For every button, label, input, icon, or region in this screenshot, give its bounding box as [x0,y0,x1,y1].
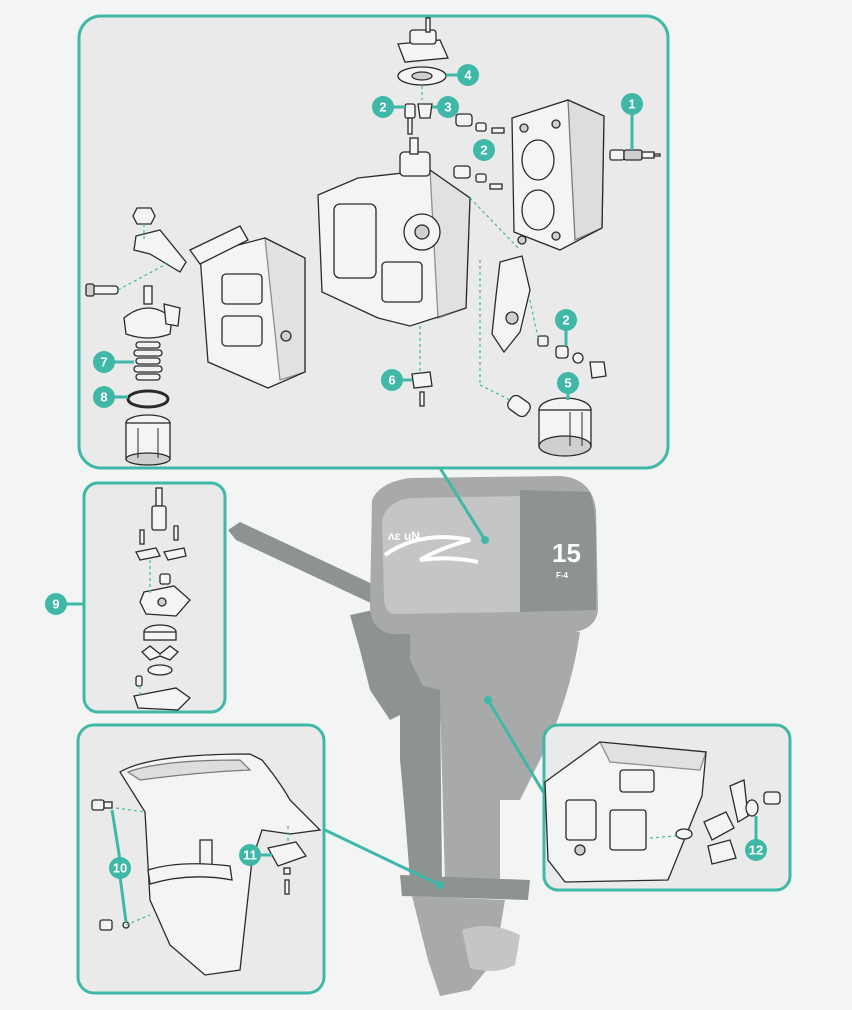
panel-leaders [66,467,547,889]
water-pump-panel [82,481,227,714]
svg-text:6: 6 [388,373,395,388]
exhaust-parts [649,779,781,865]
svg-text:2: 2 [379,100,386,115]
powerhead-panel: 1 2 2 2 3 4 5 6 7 [77,14,670,470]
callout-9[interactable]: 9 [45,593,67,615]
callout-11[interactable]: 11 [239,844,261,866]
leader-dot [436,881,444,889]
callout-8[interactable]: 8 [93,386,115,408]
callout-3[interactable]: 3 [437,96,459,118]
gearcase-housing [119,753,322,976]
anode [411,371,433,407]
assembly-line [115,807,146,813]
oil-filter [507,394,592,457]
thermostat-spring [133,341,163,381]
svg-text:9: 9 [52,597,59,612]
cowling-highlight [382,496,520,614]
svg-text:5: 5 [564,376,571,391]
drive-shaft-housing [440,700,500,880]
crankcase-cover [189,225,306,389]
cavitation-plate [400,875,530,900]
callout-4[interactable]: 4 [457,64,479,86]
svg-text:4: 4 [464,68,472,83]
svg-text:2: 2 [480,143,487,158]
model-number: 15 [552,538,581,568]
svg-text:2: 2 [562,313,569,328]
callout-5[interactable]: 5 [557,372,579,394]
assembly-lines [419,86,539,401]
leader-right-panel [486,699,547,796]
trim-tab [267,826,308,895]
callout-7[interactable]: 7 [93,351,115,373]
cylinder-block [317,137,471,327]
water-pump-parts [133,487,192,711]
svg-text:12: 12 [749,843,763,858]
assembly-line [125,914,151,926]
steering-tube [400,680,442,880]
valve-fittings [404,103,505,190]
spark-plug [609,149,661,161]
lower-unit [412,896,505,996]
tiller-handle [228,522,398,612]
svg-text:11: 11 [243,848,257,863]
exhaust-panel: 12 [542,723,792,892]
leader-dot [481,536,489,544]
callout-1[interactable]: 1 [621,93,643,115]
svg-text:8: 8 [100,390,107,405]
cowling-side [520,490,596,612]
brand-text: ʌɛ uN [388,529,420,543]
callout-2-fitting[interactable]: 2 [372,96,394,118]
thermostat-assembly [123,285,181,466]
pump-plate [491,255,607,379]
svg-text:3: 3 [444,100,451,115]
gearcase-panel: 10 11 [76,723,326,995]
leader-10b [118,875,128,923]
propeller [462,926,520,971]
model-sub: F-4 [556,571,569,580]
svg-text:7: 7 [100,355,107,370]
o-ring [126,389,170,409]
outboard-motor: ʌɛ uN 15 F-4 [228,476,598,996]
cylinder-head [511,98,605,251]
leader-lower-panel [324,828,441,887]
callout-12[interactable]: 12 [745,839,767,861]
mounting-bracket-part [85,207,187,297]
brand-swoosh-icon [383,535,479,564]
leader-top-panel [438,467,487,541]
callout-6[interactable]: 6 [381,369,403,391]
callout-2-valve[interactable]: 2 [473,139,495,161]
exhaust-housing [544,741,707,883]
callout-2-pump[interactable]: 2 [555,309,577,331]
leader-dot [484,696,492,704]
thermostat-cap [125,414,171,466]
leader-10a [110,809,122,861]
svg-text:10: 10 [113,861,127,876]
callout-10[interactable]: 10 [109,857,131,879]
svg-text:1: 1 [628,97,635,112]
